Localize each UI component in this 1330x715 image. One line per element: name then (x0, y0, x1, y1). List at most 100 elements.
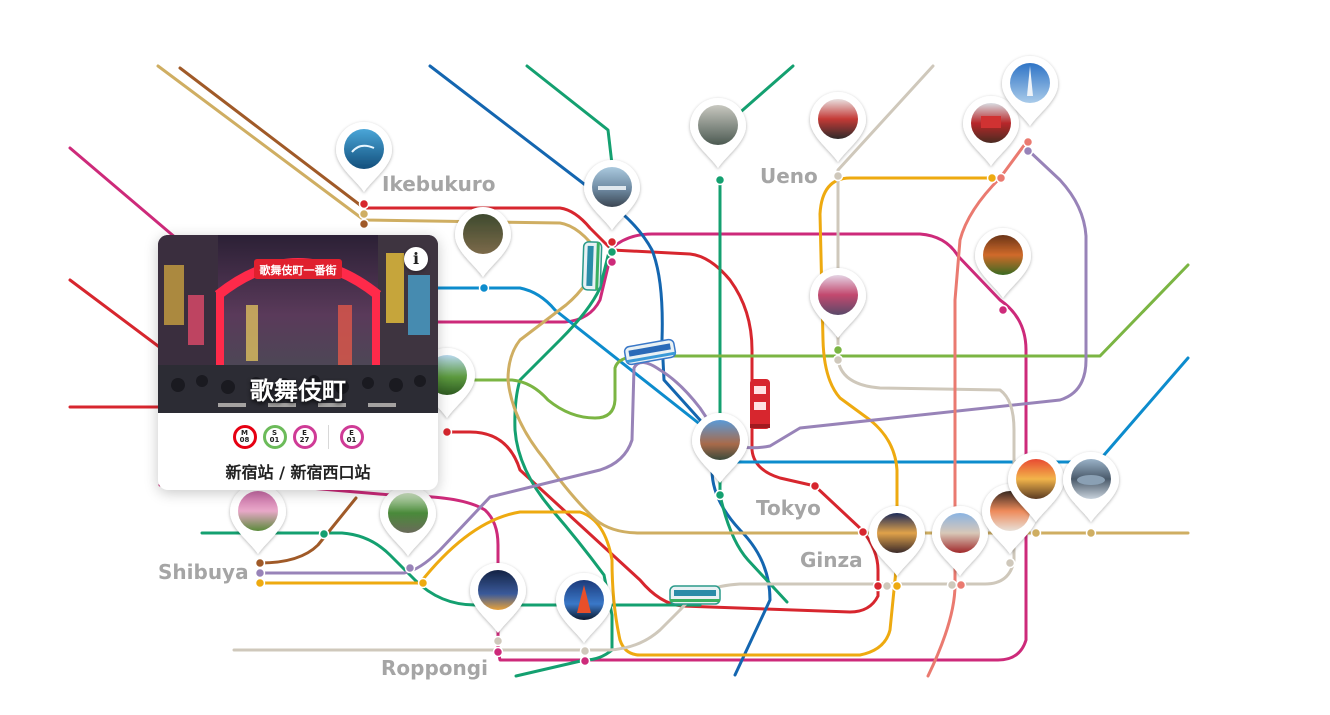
chuo-train-icon (669, 585, 721, 605)
line-brown-northwest (178, 66, 366, 210)
station-dot (1030, 527, 1042, 539)
station-dot (441, 426, 453, 438)
area-labels: Ikebukuro Ueno Tokyo Ginza Shibuya Roppo… (156, 162, 866, 683)
badge-line: E (302, 429, 307, 437)
station-dot (714, 489, 726, 501)
badge-line: E (349, 429, 354, 437)
line-red-west (68, 278, 172, 357)
station-dot (857, 526, 869, 538)
line-tan-main (506, 253, 1190, 535)
area-label-ueno: Ueno (760, 164, 818, 188)
area-label-ikebukuro: Ikebukuro (382, 172, 495, 196)
station-dot (254, 577, 266, 589)
pin-ginza-building[interactable] (869, 506, 925, 576)
station-dot (254, 567, 266, 579)
pin-kabukiza[interactable] (932, 506, 988, 576)
station-dot (995, 172, 1007, 184)
rail-lines (68, 64, 1190, 678)
station-dot (986, 172, 998, 184)
gate-sign: 歌舞伎町一番街 (260, 263, 337, 277)
pin-skytree[interactable] (1002, 56, 1058, 126)
badge-number: 01 (346, 436, 357, 444)
station-dot (1022, 145, 1034, 157)
station-dot (358, 198, 370, 210)
line-green-shibuya (200, 531, 702, 607)
pin-food-dish[interactable] (975, 228, 1031, 298)
pin-ameyoko-market[interactable] (810, 92, 866, 162)
station-dot (358, 218, 370, 230)
station-dot (714, 174, 726, 186)
station-dot (417, 577, 429, 589)
station-dot (997, 304, 1009, 316)
station-dot (254, 557, 266, 569)
pin-flower-garden[interactable] (230, 484, 286, 554)
area-label-roppongi: Roppongi (381, 656, 488, 680)
line-lime (446, 263, 1190, 420)
line-gray-main (232, 64, 1016, 652)
pin-tokyo-tower[interactable] (556, 573, 612, 643)
line-badge-s01: S 01 (262, 425, 287, 449)
line-salmon (926, 138, 1030, 678)
line-pink-west (68, 146, 192, 252)
red-bus-icon (750, 379, 770, 429)
station-dot (358, 208, 370, 220)
pin-city-block[interactable] (690, 98, 746, 168)
spot-photo: 歌舞伎町一番街 (158, 235, 438, 413)
station-dot (492, 635, 504, 647)
station-dot (606, 236, 618, 248)
pin-akihabara[interactable] (810, 268, 866, 338)
spot-title: 歌舞伎町 (250, 377, 346, 405)
pin-omotesando[interactable] (380, 486, 436, 556)
station-dot (1022, 136, 1034, 148)
badge-number: 01 (269, 436, 280, 444)
station-name: 新宿站 / 新宿西口站 (225, 463, 371, 482)
line-pink-mid (436, 248, 614, 324)
yamanote-train-icon (581, 241, 603, 291)
pin-food-bowl[interactable] (1008, 452, 1064, 522)
pin-aquarium[interactable] (336, 122, 392, 192)
area-label-ginza: Ginza (800, 548, 863, 572)
station-dot (492, 646, 504, 658)
area-label-tokyo: Tokyo (756, 496, 821, 520)
station-dot (955, 579, 967, 591)
station-dot (579, 655, 591, 667)
station-dot (872, 580, 884, 592)
station-dot (832, 170, 844, 182)
line-orange-shibuya (258, 176, 992, 657)
line-badge-e01: E 01 (339, 425, 364, 449)
station-dot (318, 528, 330, 540)
area-label-shibuya: Shibuya (158, 560, 249, 584)
pin-tokyo-station[interactable] (692, 413, 748, 483)
station-dot (832, 354, 844, 366)
badge-line: M (241, 429, 248, 437)
line-purple-main (258, 148, 1088, 575)
badge-divider (327, 425, 329, 449)
station-dot (579, 645, 591, 657)
line-brown-shibuya (258, 496, 358, 565)
pin-tsukiji-fish[interactable] (1063, 452, 1119, 522)
station-dot (606, 246, 618, 258)
pin-shrine-forest[interactable] (455, 207, 511, 277)
badge-number: 27 (299, 436, 310, 444)
badge-number: 08 (239, 436, 250, 444)
info-icon[interactable]: i (404, 247, 428, 271)
station-dot (891, 580, 903, 592)
station-dot (809, 480, 821, 492)
line-badge-e27: E 27 (292, 425, 317, 449)
pin-kaminarimon-gate[interactable] (963, 96, 1019, 166)
line-badge-m08: M 08 (232, 425, 257, 449)
station-dot (832, 344, 844, 356)
station-dot (881, 580, 893, 592)
station-dot (478, 282, 490, 294)
station-dot (946, 579, 958, 591)
badge-line: S (271, 429, 278, 437)
keihin-train-icon (623, 338, 677, 366)
station-dot (606, 256, 618, 268)
station-dot (1004, 557, 1016, 569)
pin-station-building[interactable] (584, 160, 640, 230)
spot-detail-card[interactable]: 歌舞伎町一番街 歌舞伎町 i M 08 S 01 (158, 235, 438, 490)
line-blue-diagonal (436, 286, 1190, 464)
pin-roppongi-hills[interactable] (470, 563, 526, 633)
station-dot (1085, 527, 1097, 539)
